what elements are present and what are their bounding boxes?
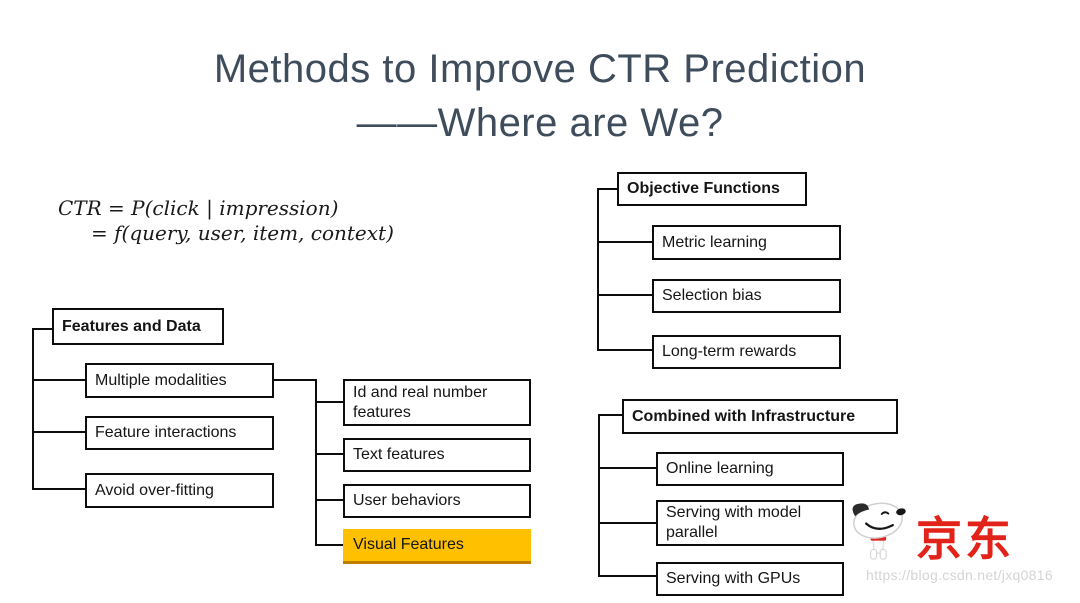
node-text-features: Text features [343, 438, 531, 472]
connector-line [315, 499, 343, 501]
connector-line [32, 328, 34, 490]
connector-line [597, 241, 652, 243]
ctr-formula: CTR = P(click | impression) = f(query, u… [58, 196, 394, 246]
connector-line [315, 379, 317, 546]
connector-line [598, 414, 600, 577]
connector-line [315, 401, 343, 403]
connector-line [598, 522, 656, 524]
connector-line [32, 431, 85, 433]
connector-line [597, 349, 652, 351]
connector-line [598, 575, 656, 577]
connector-line [315, 544, 343, 546]
node-visual-features-highlighted: Visual Features [343, 529, 531, 564]
slide-title: Methods to Improve CTR Prediction ——Wher… [0, 42, 1080, 150]
slide-title-line2: ——Where are We? [356, 101, 724, 145]
jd-mascot-dog-icon [852, 502, 906, 560]
csdn-watermark: https://blog.csdn.net/jxq0816 [866, 567, 1053, 583]
connector-line [597, 294, 652, 296]
node-user-behaviors: User behaviors [343, 484, 531, 518]
jd-logo-text: 京东 [916, 513, 1014, 565]
node-long-term-rewards: Long-term rewards [652, 335, 841, 369]
connector-line [597, 188, 618, 190]
node-metric-learning: Metric learning [652, 225, 841, 260]
formula-line1: CTR = P(click | impression) [58, 196, 339, 220]
node-id-real-number-features: Id and real number features [343, 379, 531, 426]
node-features-and-data: Features and Data [52, 308, 224, 345]
connector-line [597, 188, 599, 351]
node-feature-interactions: Feature interactions [85, 416, 274, 450]
node-objective-functions: Objective Functions [617, 172, 807, 206]
node-avoid-over-fitting: Avoid over-fitting [85, 473, 274, 508]
connector-line [598, 414, 622, 416]
connector-line [32, 488, 85, 490]
node-selection-bias: Selection bias [652, 279, 841, 313]
node-online-learning: Online learning [656, 452, 844, 486]
node-serving-model-parallel: Serving with model parallel [656, 500, 844, 546]
connector-line [32, 328, 53, 330]
connector-line [315, 453, 343, 455]
formula-line2: = f(query, user, item, context) [91, 221, 394, 245]
connector-line [32, 379, 85, 381]
connector-line [274, 379, 317, 381]
connector-line [598, 467, 656, 469]
node-combined-with-infrastructure: Combined with Infrastructure [622, 399, 898, 434]
node-multiple-modalities: Multiple modalities [85, 363, 274, 398]
node-serving-gpus: Serving with GPUs [656, 562, 844, 596]
slide-title-line1: Methods to Improve CTR Prediction [213, 47, 867, 91]
